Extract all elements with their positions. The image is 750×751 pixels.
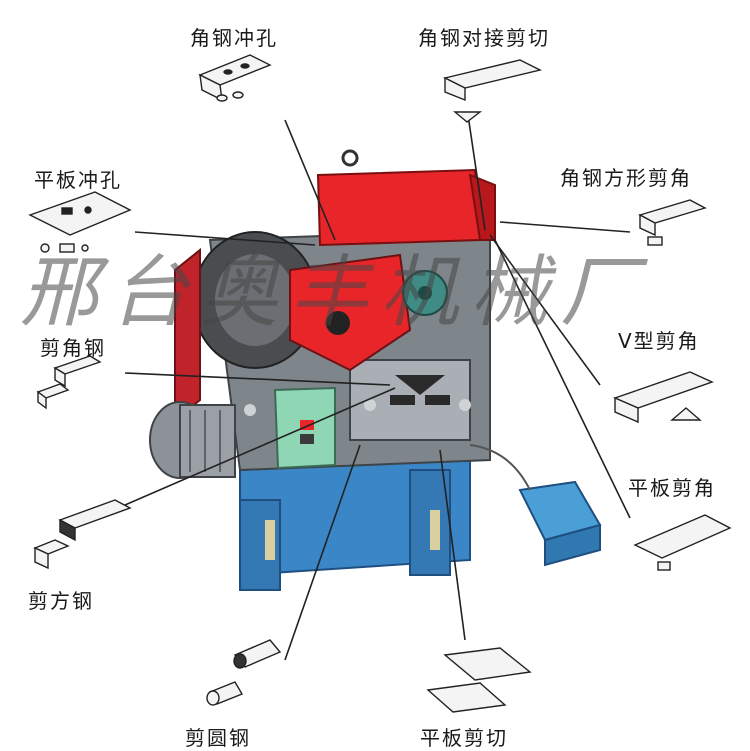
label-angle-square-notch: 角钢方形剪角 (560, 166, 692, 190)
leader-plate-cut (439, 449, 466, 641)
label-angle-punch: 角钢冲孔 (190, 26, 278, 50)
part-angle-square-notch (638, 199, 707, 246)
foot-pedal (469, 444, 602, 567)
leader-angle-square-notch (499, 221, 631, 233)
leader-angle-punch (284, 119, 336, 241)
leader-plate-notch (494, 239, 631, 519)
label-plate-notch: 平板剪角 (628, 476, 716, 500)
motor (149, 401, 236, 479)
leader-cut-angle (124, 372, 391, 386)
part-angle-punch (198, 54, 272, 102)
part-angle-butt-shear (442, 59, 543, 123)
label-angle-butt-shear: 角钢对接剪切 (418, 26, 550, 50)
leader-v-notch (489, 234, 601, 386)
part-cut-round (206, 639, 282, 706)
leader-cut-square (124, 387, 396, 506)
label-plate-cut: 平板剪切 (420, 726, 508, 750)
leader-angle-butt-shear (467, 114, 486, 231)
leader-plate-punch (134, 231, 316, 246)
label-cut-round: 剪圆钢 (185, 726, 251, 750)
control-box (273, 386, 336, 470)
label-cut-angle: 剪角钢 (40, 336, 106, 360)
label-v-notch: V型剪角 (618, 329, 700, 353)
label-cut-square: 剪方钢 (28, 589, 94, 613)
leader-lines (124, 114, 631, 661)
green-gear (402, 270, 448, 316)
part-v-notch (613, 371, 714, 424)
v-die (390, 375, 450, 405)
leader-cut-round (284, 444, 361, 661)
part-cut-square (33, 499, 132, 570)
part-plate-cut (426, 647, 532, 713)
red-cover (316, 149, 496, 247)
part-cut-angle (36, 355, 102, 410)
part-plate-notch (633, 514, 732, 571)
part-sketches (28, 54, 732, 713)
label-plate-punch: 平板冲孔 (34, 168, 122, 192)
red-cam (289, 253, 412, 372)
machine-base (239, 458, 471, 591)
part-plate-punch (28, 191, 132, 253)
